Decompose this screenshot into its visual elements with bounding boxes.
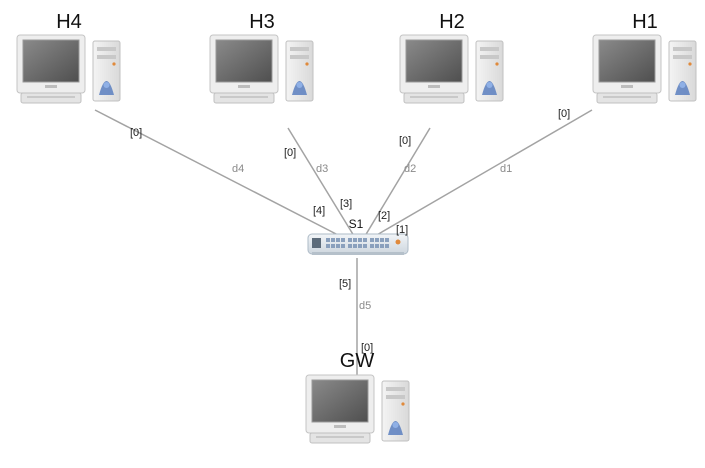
port-s1-4-label: [4] (313, 205, 326, 217)
host-h2-computer-icon[interactable] (399, 34, 504, 104)
link-d1 (374, 109, 593, 237)
port-h3-label: [0] (284, 147, 297, 159)
host-h3-label: H3 (249, 11, 275, 33)
port-h2-label: [0] (399, 135, 412, 147)
host-h1-label: H1 (632, 11, 658, 33)
port-s1-1-label: [1] (396, 224, 409, 236)
links (94, 109, 593, 375)
link-d4 (94, 109, 341, 237)
switch-s1-icon[interactable] (307, 233, 409, 255)
link-d2-label: d2 (404, 163, 417, 175)
link-d3 (287, 127, 355, 237)
link-d3-label: d3 (316, 163, 329, 175)
port-gw-label: [0] (361, 342, 374, 354)
port-s1-5-label: [5] (339, 278, 352, 290)
port-h1-label: [0] (558, 108, 571, 120)
host-gw-computer-icon[interactable] (305, 374, 410, 444)
link-d2 (364, 127, 431, 237)
host-h4-computer-icon[interactable] (16, 34, 121, 104)
link-d5-label: d5 (359, 300, 372, 312)
link-d1-label: d1 (500, 163, 513, 175)
host-gw-label: GW (339, 350, 375, 372)
port-h4-label: [0] (130, 127, 143, 139)
port-s1-3-label: [3] (340, 198, 353, 210)
host-h4-label: H4 (56, 11, 82, 33)
switch-s1-label: S1 (348, 217, 364, 231)
link-d4-label: d4 (232, 163, 245, 175)
port-s1-2-label: [2] (378, 210, 391, 222)
host-h1-computer-icon[interactable] (592, 34, 697, 104)
host-h2-label: H2 (439, 11, 465, 33)
host-h3-computer-icon[interactable] (209, 34, 314, 104)
